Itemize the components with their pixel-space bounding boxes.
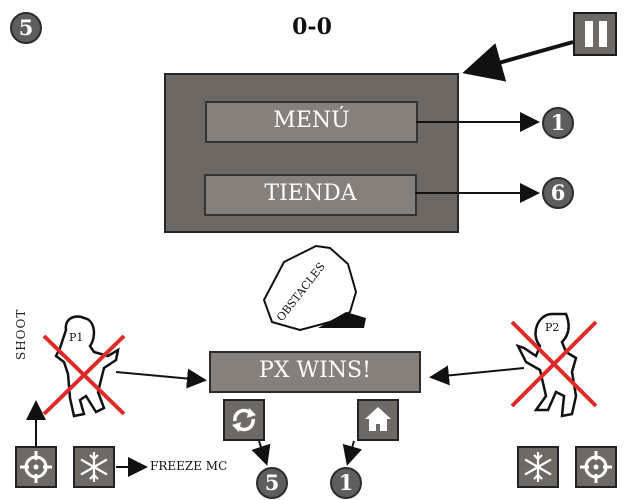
pause-button[interactable] (573, 12, 617, 56)
player1-character: P1 (54, 315, 120, 418)
winner-banner: PX WINS! (209, 351, 421, 393)
badge-store: 6 (542, 177, 574, 209)
arrow-p1-to-winner (115, 368, 207, 389)
arrow-home-to-badge (342, 440, 363, 466)
store-button[interactable]: TIENDA (204, 174, 417, 216)
snowflake-icon (80, 452, 108, 482)
restart-icon (232, 408, 256, 432)
arrow-pause-to-panel (462, 40, 574, 82)
p1-label: P1 (69, 331, 83, 344)
player2-character: P2 (515, 312, 578, 418)
home-button[interactable] (357, 399, 399, 441)
snowflake-icon (524, 452, 552, 482)
arrow-restart-to-badge (251, 440, 271, 466)
score-display: 0-0 (292, 14, 332, 40)
badge-top-left: 5 (10, 12, 42, 44)
obstacle-rock: OBSTACLES (262, 244, 366, 332)
shoot-button-p1[interactable] (15, 446, 57, 488)
pause-menu-panel: MENÚ TIENDA (164, 73, 459, 233)
p2-label: P2 (545, 321, 559, 334)
freeze-button-p2[interactable] (517, 446, 559, 488)
badge-restart: 5 (256, 467, 288, 499)
home-icon (365, 407, 391, 431)
pause-icon (585, 21, 593, 47)
crosshair-icon (20, 451, 52, 483)
shoot-button-p2[interactable] (575, 446, 617, 488)
restart-button[interactable] (223, 399, 265, 441)
freeze-button-p1[interactable] (73, 446, 115, 488)
freeze-label: FREEZE MC (150, 459, 228, 473)
badge-menu: 1 (542, 107, 574, 139)
crosshair-icon (580, 451, 612, 483)
player2-eliminated-cross (510, 320, 598, 408)
badge-home: 1 (330, 467, 362, 499)
arrow-p2-to-winner (429, 365, 525, 386)
player1-eliminated-cross (42, 334, 126, 416)
